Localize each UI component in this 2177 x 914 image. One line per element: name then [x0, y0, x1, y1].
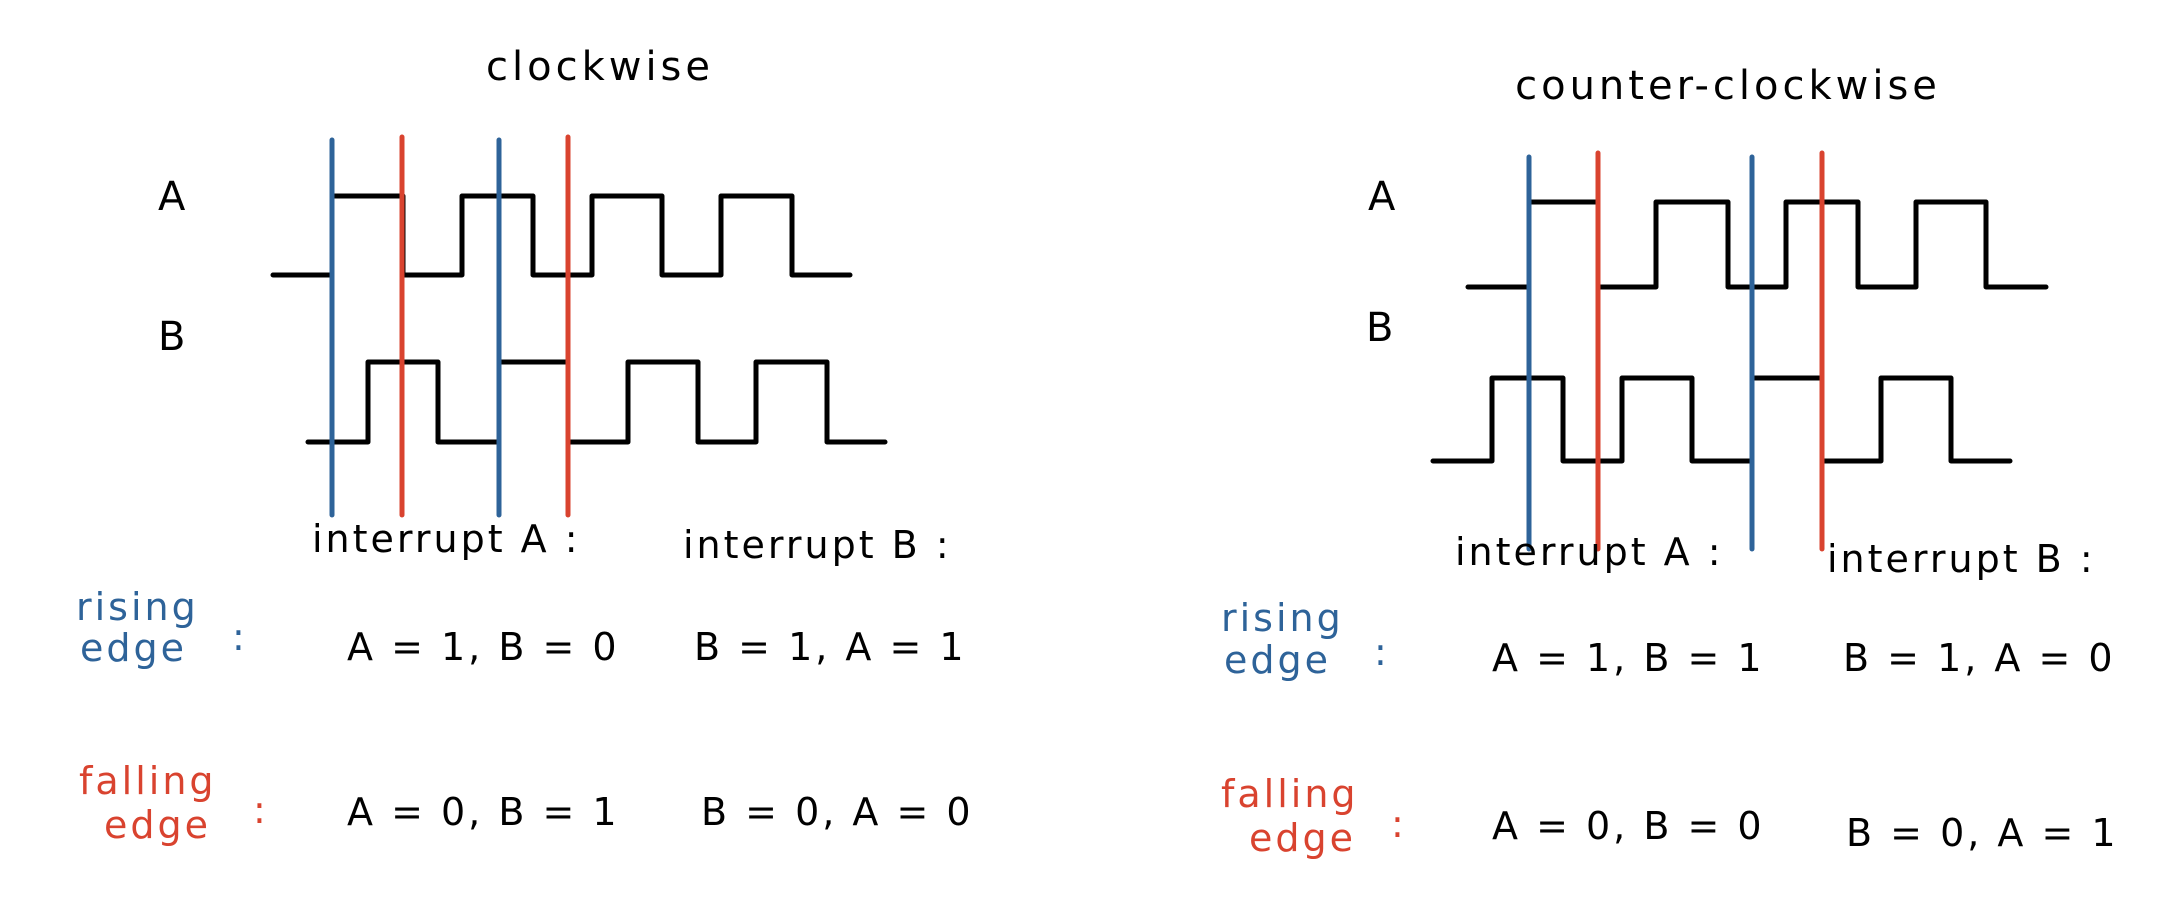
ccw-signal-a-waveform: [1465, 199, 2049, 290]
cw-falling-b-value: B = 0, A = 0: [701, 790, 974, 834]
ccw-falling-label: falling: [1221, 772, 1359, 816]
cw-rising-label: rising: [76, 585, 199, 629]
cw-falling-a-value: A = 0, B = 1: [347, 790, 620, 834]
ccw-rising-edge-label: edge: [1224, 638, 1331, 682]
ccw-signal-a-label: A: [1368, 174, 1399, 220]
ccw-signal-b-waveform: [1430, 375, 2013, 464]
ccw-falling-colon: :: [1391, 802, 1407, 846]
cw-falling-label: falling: [79, 759, 217, 803]
cw-interrupt-b-header: interrupt B :: [683, 523, 952, 567]
counter-clockwise-title: counter-clockwise: [1515, 63, 1941, 109]
cw-rising-a-value: A = 1, B = 0: [347, 625, 620, 669]
cw-interrupt-a-header: interrupt A :: [312, 517, 581, 561]
ccw-falling-b-value: B = 0, A = 1: [1846, 811, 2119, 855]
cw-signal-a-waveform: [270, 193, 853, 278]
ccw-interrupt-a-header: interrupt A :: [1455, 530, 1724, 574]
cw-falling-edge-label: edge: [104, 803, 211, 847]
clockwise-title: clockwise: [485, 44, 715, 90]
cw-rising-colon: :: [232, 615, 248, 659]
cw-signal-b-label: B: [158, 314, 189, 360]
ccw-falling-a-value: A = 0, B = 0: [1492, 804, 1765, 848]
cw-rising-b-value: B = 1, A = 1: [694, 625, 967, 669]
cw-rising-edge-label: edge: [80, 626, 187, 670]
cw-falling-colon: :: [253, 788, 269, 832]
ccw-rising-label: rising: [1221, 596, 1344, 640]
ccw-interrupt-b-header: interrupt B :: [1827, 537, 2096, 581]
ccw-falling-edge-label: edge: [1249, 816, 1356, 860]
cw-signal-b-waveform: [305, 359, 888, 445]
ccw-rising-a-value: A = 1, B = 1: [1492, 636, 1765, 680]
ccw-rising-b-value: B = 1, A = 0: [1843, 636, 2116, 680]
cw-signal-a-label: A: [158, 174, 189, 220]
ccw-signal-b-label: B: [1366, 305, 1397, 351]
ccw-rising-colon: :: [1374, 630, 1390, 674]
